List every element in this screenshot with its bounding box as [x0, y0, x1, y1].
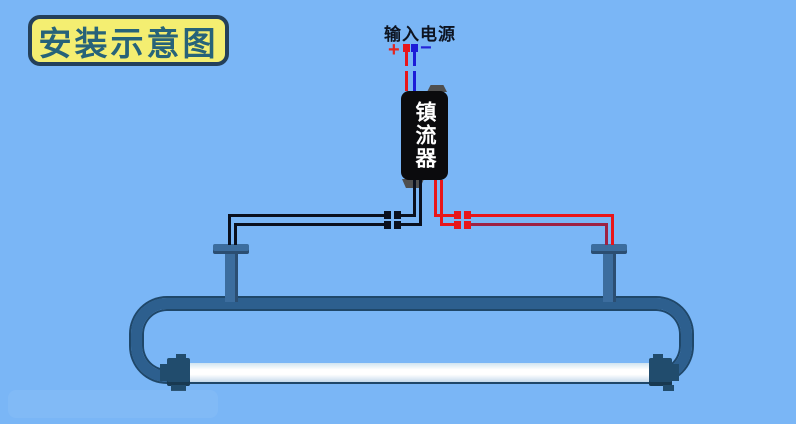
left-cap-notch: [171, 385, 186, 391]
right-socket-stem: [603, 252, 616, 302]
right-cap-notch: [663, 385, 674, 391]
red-wire-connector: [464, 221, 471, 229]
neutral-wire-segment: [413, 52, 416, 66]
title-badge: 安装示意图: [28, 15, 229, 66]
left-socket-stem: [225, 252, 238, 302]
ballast-mount-tab-top: [427, 85, 447, 92]
background-highlight: [8, 390, 218, 418]
black-wire-horizontal: [401, 223, 422, 226]
red-wire-vertical: [611, 214, 614, 245]
plus-polarity-label: +: [388, 39, 400, 61]
power-input-label: 输入电源: [384, 25, 456, 44]
ballast-label: 镇流器: [413, 101, 436, 170]
red-wire-connector: [454, 221, 461, 229]
right-socket: [591, 244, 627, 254]
page-title: 安装示意图: [38, 24, 219, 62]
black-wire-vertical: [234, 223, 237, 245]
red-wire-horizontal: [434, 214, 454, 217]
black-wire-connector: [384, 221, 391, 229]
black-wire-horizontal: [401, 214, 416, 217]
ballast: 镇流器: [401, 91, 448, 180]
right-cap-step: [670, 364, 679, 381]
right-tube-cap: [649, 358, 672, 386]
left-cap-notch: [176, 354, 186, 360]
black-wire-connector: [384, 211, 391, 219]
black-wire-connector: [394, 221, 401, 229]
fluorescent-tube: [186, 363, 653, 382]
left-cap-step: [160, 364, 169, 381]
neutral-wire-terminal: [411, 44, 418, 52]
right-cap-notch: [653, 354, 663, 360]
left-tube-cap: [167, 358, 190, 386]
red-wire-vertical: [434, 180, 437, 217]
left-socket: [213, 244, 249, 254]
black-wire-vertical: [228, 214, 231, 245]
black-wire-vertical: [413, 180, 416, 217]
red-wire-horizontal: [471, 214, 614, 217]
black-wire-vertical: [419, 180, 422, 226]
black-wire-connector: [394, 211, 401, 219]
minus-polarity-label: −: [420, 37, 432, 59]
live-wire-segment: [405, 71, 408, 91]
red-wire-connector: [464, 211, 471, 219]
dark-red-wire-horizontal: [471, 223, 608, 226]
dark-red-wire-vertical: [605, 223, 608, 245]
black-wire-horizontal: [234, 223, 384, 226]
neutral-wire-segment: [413, 71, 416, 91]
live-wire-terminal: [403, 44, 410, 52]
black-wire-horizontal: [228, 214, 384, 217]
red-wire-vertical: [440, 180, 443, 226]
red-wire-connector: [454, 211, 461, 219]
live-wire-segment: [405, 52, 408, 66]
red-wire-horizontal: [440, 223, 454, 226]
